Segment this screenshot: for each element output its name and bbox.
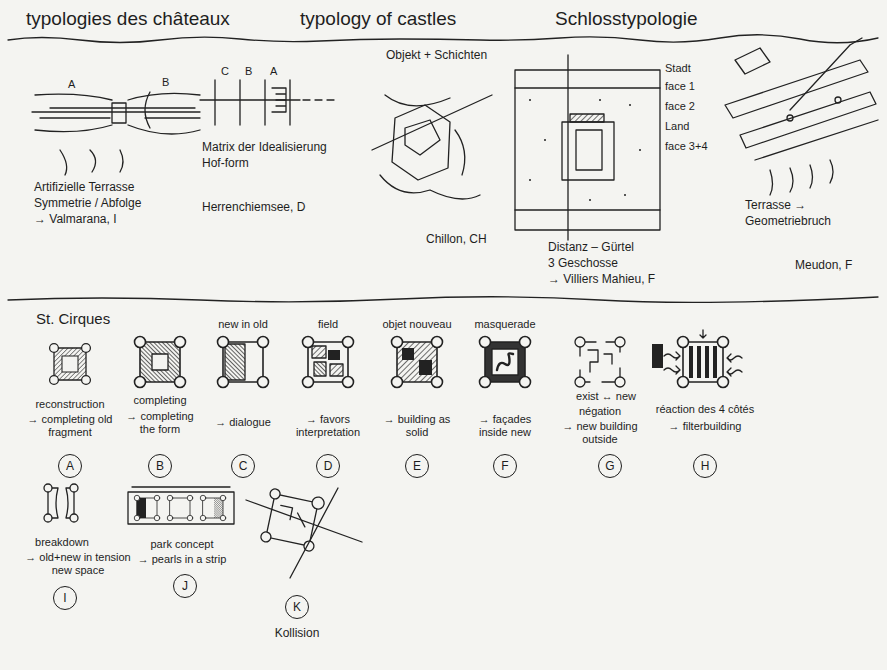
letter-circle: A (58, 454, 82, 478)
circle-letter: F (501, 459, 508, 473)
letter-circle: C (231, 454, 255, 478)
sketch-label: B (245, 65, 257, 78)
sketch-label: → façades inside new (463, 413, 547, 439)
sketch-label: Herrenchiemsee, D (202, 200, 362, 214)
sketch-label: Kollision (257, 626, 337, 640)
sketch-label: Land (665, 120, 735, 133)
sketch-label: négation (555, 405, 645, 418)
sketch-label: objet nouveau (373, 318, 461, 331)
sketch-label: masquerade (462, 318, 548, 331)
sketch-label: → Villiers Mahieu, F (548, 272, 718, 286)
sketch-label: → Valmarana, I (34, 212, 194, 226)
sketch-label: exist ↔ new (561, 390, 651, 403)
sketch-label: park concept (127, 538, 237, 551)
sketch-label: → completing the form (118, 410, 202, 436)
letter-circle: J (173, 574, 197, 598)
letter-circle: I (53, 586, 77, 610)
sketch-label: 3 Geschosse (548, 256, 718, 270)
sketch-label: → new building outside (555, 420, 645, 446)
sketch-label: breakdown (17, 536, 107, 549)
sketch-label: Stadt (665, 62, 735, 75)
circle-letter: E (413, 459, 421, 473)
sketch-label: → completing old fragment (24, 413, 116, 439)
letter-circle: E (405, 454, 429, 478)
sketch-label: Artifizielle Terrasse (34, 180, 194, 194)
sketch-label: face 3+4 (665, 140, 735, 153)
sketch-label: face 2 (665, 100, 735, 113)
sketch-label: → filterbuilding (655, 420, 755, 433)
circle-letter: G (605, 459, 614, 473)
sketch-label: reconstruction (22, 398, 118, 411)
sketch-label: A (270, 65, 282, 78)
sketch-label: → building as solid (375, 413, 459, 439)
sketch-label: → dialogue (201, 416, 285, 429)
sketch-label: typology of castles (300, 8, 520, 31)
sketch-label: → old+new in tension new space (18, 551, 138, 577)
circle-letter: C (239, 459, 248, 473)
sketch-label: Chillon, CH (426, 232, 546, 246)
sketch-label: → pearls in a strip (127, 553, 237, 566)
sketch-label: Geometriebruch (745, 214, 875, 228)
sketch-label: completing (117, 394, 203, 407)
sketch-label: Symmetrie / Abfolge (34, 196, 194, 210)
sketch-label: C (221, 65, 233, 78)
circle-letter: D (324, 459, 333, 473)
sketch-label: A (68, 78, 80, 91)
sketch-label: Schlosstypologie (555, 8, 775, 31)
letter-circle: B (148, 454, 172, 478)
sketch-label: Distanz – Gürtel (548, 240, 718, 254)
sketch-label: field (286, 318, 370, 331)
circle-letter: A (66, 459, 74, 473)
sketch-label: new in old (201, 318, 285, 331)
circle-letter: K (293, 600, 301, 614)
circle-letter: J (182, 579, 188, 593)
sketch-label: Meudon, F (795, 258, 880, 272)
sketch-label: → favors interpretation (285, 413, 371, 439)
letter-circle: F (493, 454, 517, 478)
letter-circle: G (598, 454, 622, 478)
circle-letter: H (701, 459, 710, 473)
sketch-label: réaction des 4 côtés (645, 403, 765, 416)
sketch-label: Objekt + Schichten (386, 48, 526, 62)
circle-letter: B (156, 459, 164, 473)
letter-circle: K (285, 595, 309, 619)
sketch-label: Hof-form (202, 156, 362, 170)
sketch-label: Matrix der Idealisierung (202, 140, 362, 154)
letter-circle: H (693, 454, 717, 478)
letter-circle: D (316, 454, 340, 478)
sketch-label: St. Cirques (36, 310, 156, 328)
sketch-label: B (162, 76, 174, 89)
circle-letter: I (63, 591, 66, 605)
page-title: typologies des châteaux (26, 8, 230, 31)
sketch-label: face 1 (665, 80, 735, 93)
sketch-label: Terrasse → (745, 198, 875, 212)
